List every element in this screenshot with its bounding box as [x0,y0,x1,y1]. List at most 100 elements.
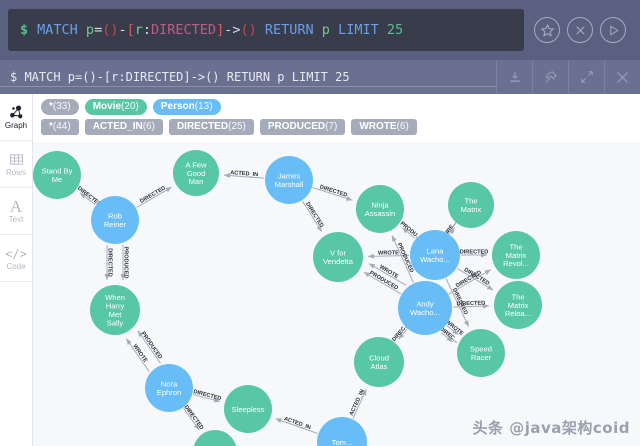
node-circle [457,329,505,377]
favorite-button[interactable] [534,17,560,43]
legend-node-pill[interactable]: Movie(20) [84,99,147,115]
edge-line [137,330,161,364]
sidebar-label-rows: Rows [5,168,26,177]
query-token: ] [216,22,225,38]
graph-node[interactable]: TheMatrixRevol... [492,231,540,279]
query-token: : [142,22,152,38]
graph-edge[interactable]: DIRECTED [448,269,492,295]
graph-edge[interactable]: WROTE [368,263,407,286]
legend-rel-pill[interactable]: ACTED_IN(6) [84,119,163,135]
pin-button[interactable] [532,60,568,94]
node-circle [398,281,452,335]
code-icon: </> [5,246,27,261]
sidebar-item-code[interactable]: </> Code [0,235,32,282]
graph-node[interactable]: Sleepless [224,385,272,433]
edge-line [125,338,150,372]
legend-count: (6) [142,121,155,132]
graph-node[interactable]: Tom... [317,417,367,446]
query-token: - [118,22,127,38]
graph-edge[interactable]: PRODUCED [137,330,163,364]
graph-edge[interactable]: ACTED_IN [275,416,318,434]
query-input[interactable]: $ MATCH p=()-[r:DIRECTED]->() RETURN p L… [8,9,524,51]
graph-node[interactable]: LanaWacho... [410,230,460,280]
graph-edge[interactable]: DIRECTED [312,184,353,201]
legend-label: Movie [92,101,122,112]
edge-line [352,389,367,419]
legend-rel-pill[interactable]: PRODUCED(7) [259,119,346,135]
expand-button[interactable] [568,60,604,94]
node-circle [224,385,272,433]
query-token: MATCH [37,22,78,38]
graph-edge[interactable]: DIRECTED [460,250,489,258]
legend-node-pill[interactable]: *(33) [41,99,79,115]
edge-line [440,332,454,343]
query-token: p [85,22,95,38]
query-token: -> [224,22,241,38]
download-button[interactable] [496,60,532,94]
sidebar-item-graph[interactable]: Graph [0,94,32,141]
clear-button[interactable] [567,17,593,43]
graph-edge[interactable]: DIRECTED [104,245,113,280]
node-circle [410,230,460,280]
edge-label: DIRECTED [319,184,348,198]
legend-rel-pill[interactable]: *(44) [41,119,79,135]
legend-node-pill[interactable]: Person(13) [152,99,221,115]
edge-line [449,227,456,235]
graph-node[interactable]: AndyWacho... [398,281,452,335]
close-frame-button[interactable] [604,60,640,94]
download-icon [509,71,520,82]
edge-line [391,235,414,283]
edge-line [136,186,173,208]
node-circle [90,285,140,335]
graph-edge[interactable]: DIRECTED [136,185,173,208]
node-circle [356,185,404,233]
edge-label: DIRECTED [183,404,205,431]
legend-count: (25) [228,121,246,132]
graph-edge[interactable]: ACTED_IN [349,389,367,419]
query-token [330,22,338,38]
graph-edge[interactable]: WROTE [125,338,150,372]
query-token [314,22,322,38]
close-icon [617,71,628,83]
edge-label: WROTE [378,264,399,280]
sidebar-label-graph: Graph [4,121,28,130]
graph-edge[interactable]: PRODUCED [363,270,402,295]
editor-actions [524,17,632,43]
edge-line [445,278,470,327]
graph-edge[interactable]: DIRECTED [193,389,222,403]
legend-rel-pill[interactable]: WROTE(6) [351,119,417,135]
legend-label: * [49,121,53,132]
run-button[interactable] [600,17,626,43]
prompt-symbol: $ [20,22,29,38]
pin-icon [545,71,557,83]
graph-node[interactable] [193,430,237,446]
node-circle [33,151,81,199]
graph-edge[interactable]: DIRECTED [302,200,324,232]
query-token: () [102,22,119,38]
sidebar-item-rows[interactable]: Rows [0,141,32,188]
close-icon [575,25,585,35]
edge-line [312,187,353,201]
sidebar-label-text: Text [8,215,24,224]
graph-edge[interactable]: DIRECTED [183,404,205,431]
graph-edge[interactable]: ACTED_IN [223,170,265,179]
graph-node[interactable]: TheMatrixReloa... [494,281,542,329]
frame-query-text[interactable]: $ MATCH p=()-[r:DIRECTED]->() RETURN p L… [0,67,496,87]
legend-rel-pill[interactable]: DIRECTED(25) [168,119,254,135]
graph-edge[interactable]: WROTE [367,250,410,259]
sidebar-item-text[interactable]: A Text [0,188,32,235]
graph-edge[interactable]: PRODUCED [120,245,129,280]
legend-label: PRODUCED [267,121,326,132]
